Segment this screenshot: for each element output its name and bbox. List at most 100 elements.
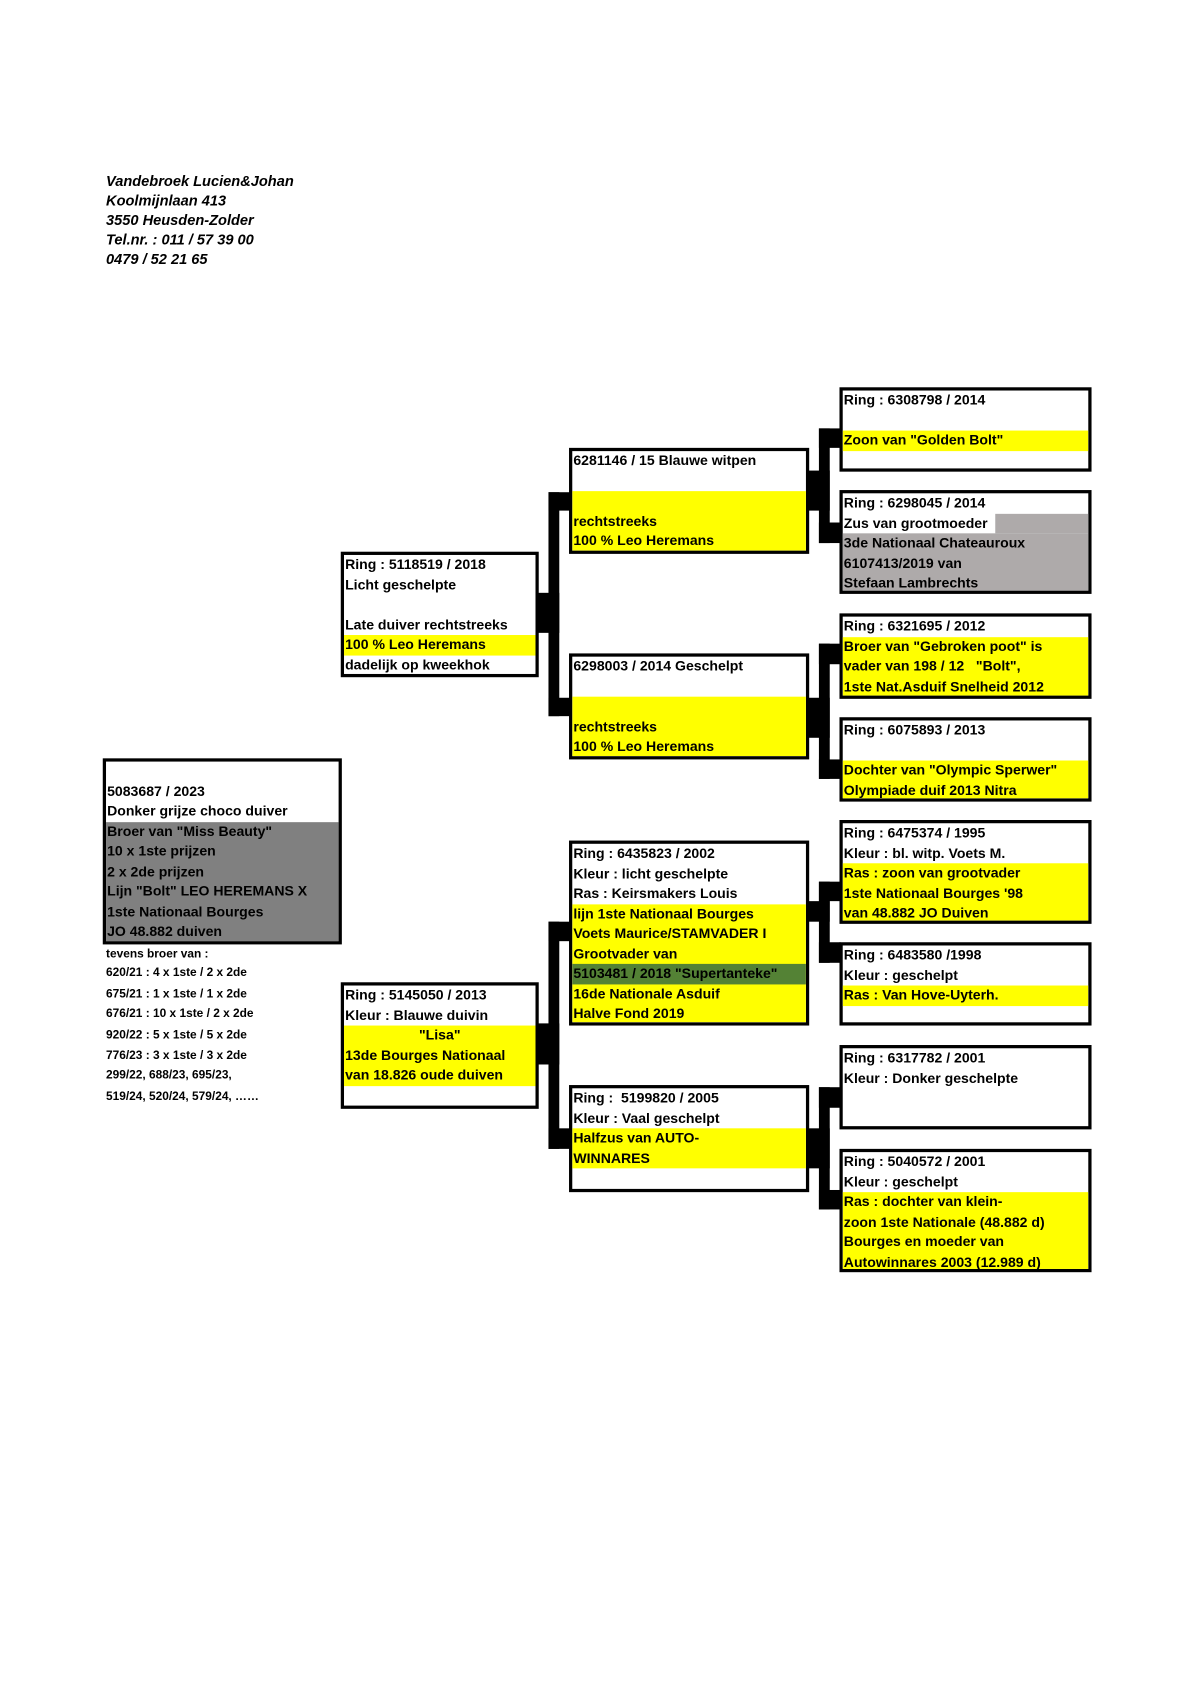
sire-sire-dam-line: Zus van grootmoeder [843,514,988,531]
dam-dam-sire-ring: Ring : 6317782 / 2001 [843,1049,986,1066]
sire-dam-sire-line: Broer van "Gebroken poot" is [843,637,1043,654]
sire-sire-card: 6281146 / 15 Blauwe witpen rechtstreeks … [569,447,810,554]
connector-sire-dam-stub-bottom [818,759,841,779]
sire-dam-sire-ring: Ring : 6321695 / 2012 [843,617,986,634]
highlight-fill [842,863,1089,921]
shade-fill [842,533,1089,591]
dam-card: Ring : 5145050 / 2013 Kleur : Blauwe dui… [340,982,539,1109]
highlight-fill [572,1128,806,1169]
dam-dam-dam-line: Autowinnares 2003 (12.989 d) [843,1253,1041,1270]
sire-sire-sire-line: Zoon van "Golden Bolt" [843,431,1004,448]
dam-dam-card: Ring : 5199820 / 2005 Kleur : Vaal gesch… [569,1085,810,1193]
sibling-item: 776/23 : 3 x 1ste / 3 x 2de [106,1049,247,1063]
sibling-item: 620/21 : 4 x 1ste / 2 x 2de [106,966,247,980]
connector-sire-vertical [548,492,560,717]
sire-dam-dam-line: Dochter van "Olympic Sperwer" [843,761,1058,778]
connector-sire-dam-stub-top [818,643,841,665]
dam-sire-sire-line: van 48.882 JO Duiven [843,904,989,921]
connector-sire-sire-vertical [818,428,830,544]
sibling-item: 299/22, 688/23, 695/23, [106,1068,232,1082]
sire-dam-dam-card: Ring : 6075893 / 2013 Dochter van "Olymp… [839,717,1092,802]
sire-sire-dam-line: Stefaan Lambrechts [843,574,979,591]
dam-sire-sire-line: 1ste Nationaal Bourges '98 [843,884,1024,901]
dam-sire-sire-line: Ras : zoon van grootvader [843,864,1021,881]
highlight-fill [572,903,806,1023]
breeder-mobile: 0479 / 52 21 65 [106,250,208,268]
dam-sire-line: Voets Maurice/STAMVADER I [573,924,767,942]
shade-fill [995,513,1089,534]
dam-sire-sire-line: Kleur : bl. witp. Voets M. [843,844,1006,861]
highlight-fill [842,760,1089,799]
sire-line: dadelijk op kweekhok [345,656,490,673]
sire-dam-dam-line: Olympiade duif 2013 Nitra [843,781,1017,798]
sire-dam-sire-line: vader van 198 / 12 "Bolt", [843,657,1021,674]
dam-dam-dam-line: zoon 1ste Nationale (48.882 d) [843,1213,1045,1230]
breeder-address: Koolmijnlaan 413 [106,192,227,209]
sire-dam-line: 100 % Leo Heremans [573,737,715,755]
dam-dam-dam-line: Kleur : geschelpt [843,1173,958,1190]
subject-note: 1ste Nationaal Bourges [107,902,264,919]
dam-sire-dam-line: Kleur : geschelpt [843,966,958,983]
subject-note: 2 x 2de prijzen [107,862,205,879]
connector-sire-stub-bottom [548,697,571,717]
sire-sire-dam-ring: Ring : 6298045 / 2014 [843,494,986,511]
sire-line: 100 % Leo Heremans [345,636,486,653]
sire-dam-sire-line: 1ste Nat.Asduif Snelheid 2012 [843,677,1044,694]
breeder-city: 3550 Heusden-Zolder [106,212,254,229]
sibling-item: 676/21 : 10 x 1ste / 2 x 2de [106,1007,254,1021]
sire-sire-dam-line: 6107413/2019 van [843,554,962,571]
sire-line: Late duiver rechtstreeks [345,616,508,633]
connector-sire-sire-stub-bottom [818,522,841,544]
connector-dam-dam-vertical [818,1087,830,1210]
dam-dam-line: WINNARES [573,1149,650,1166]
dam-sire-dam-ring: Ring : 6483580 /1998 [843,946,982,963]
sibling-item: 519/24, 520/24, 579/24, …… [106,1090,259,1104]
connector-dam-sire-stub-bottom [818,942,841,963]
sire-sire-dam-card: Ring : 6298045 / 2014 Zus van grootmoede… [839,490,1092,594]
dam-sire-line: lijn 1ste Nationaal Bourges [573,904,754,922]
highlight-fill [842,430,1089,451]
highlight-fill [842,636,1089,696]
siblings-heading: tevens broer van : [106,947,209,961]
dam-line: 13de Bourges Nationaal [345,1046,506,1063]
dam-sire-line: 16de Nationale Asduif [573,984,720,1002]
sire-sire-sire-card: Ring : 6308798 / 2014 Zoon van "Golden B… [839,387,1092,472]
green-highlight-fill [572,963,806,984]
subject-pigeon-card: 5083687 / 2023 Donker grijze choco duive… [102,758,342,945]
connector-dam-dam-stub-bottom [818,1189,841,1210]
sibling-item: 920/22 : 5 x 1ste / 5 x 2de [106,1028,247,1042]
dam-dam-sire-line: Kleur : Donker geschelpte [843,1069,1019,1086]
connector-dam-sire-stub-top [818,881,841,902]
sibling-item: 675/21 : 1 x 1ste / 1 x 2de [106,987,247,1001]
dam-dam-dam-line: Ras : dochter van klein- [843,1193,1003,1210]
sire-dam-line: rechtstreeks [573,717,658,735]
subject-note: Lijn "Bolt" LEO HEREMANS X [107,882,308,899]
connector-dam-dam-stub-top [818,1087,841,1108]
dam-sire-line: 5103481 / 2018 "Supertanteke" [573,964,778,982]
connector-dam-sire-vertical [818,881,830,963]
dam-sire-line: Kleur : licht geschelpte [573,864,729,882]
dam-sire-line: Grootvader van [573,944,678,962]
highlight-fill [572,696,806,757]
sire-dam-ring: 6298003 / 2014 Geschelpt [573,657,744,674]
highlight-fill [344,635,536,656]
dam-sire-sire-ring: Ring : 6475374 / 1995 [843,824,986,841]
sire-sire-ring: 6281146 / 15 Blauwe witpen [573,452,757,469]
connector-dam-stub-bottom [548,1128,571,1149]
connector-dam-vertical [548,921,560,1149]
connector-sire-dam-vertical [818,643,830,779]
dam-dam-line: Kleur : Vaal geschelpt [573,1109,720,1126]
breeder-name: Vandebroek Lucien&Johan [106,173,294,190]
dam-dam-dam-card: Ring : 5040572 / 2001 Kleur : geschelpt … [839,1148,1092,1273]
dam-dam-ring: Ring : 5199820 / 2005 [573,1089,719,1106]
connector-sire-sire-stub-top [818,428,841,448]
dam-name: "Lisa" [419,1026,461,1043]
subject-note: JO 48.882 duiven [107,922,223,940]
sire-dam-card: 6298003 / 2014 Geschelpt rechtstreeks 10… [569,653,810,760]
dam-ring: Ring : 5145050 / 2013 [345,986,487,1003]
subject-ring: 5083687 / 2023 [107,782,205,799]
sire-dam-dam-ring: Ring : 6075893 / 2013 [843,721,986,738]
breeder-phone: Tel.nr. : 011 / 57 39 00 [106,231,254,248]
sire-card: Ring : 5118519 / 2018 Licht geschelpte L… [340,551,539,678]
